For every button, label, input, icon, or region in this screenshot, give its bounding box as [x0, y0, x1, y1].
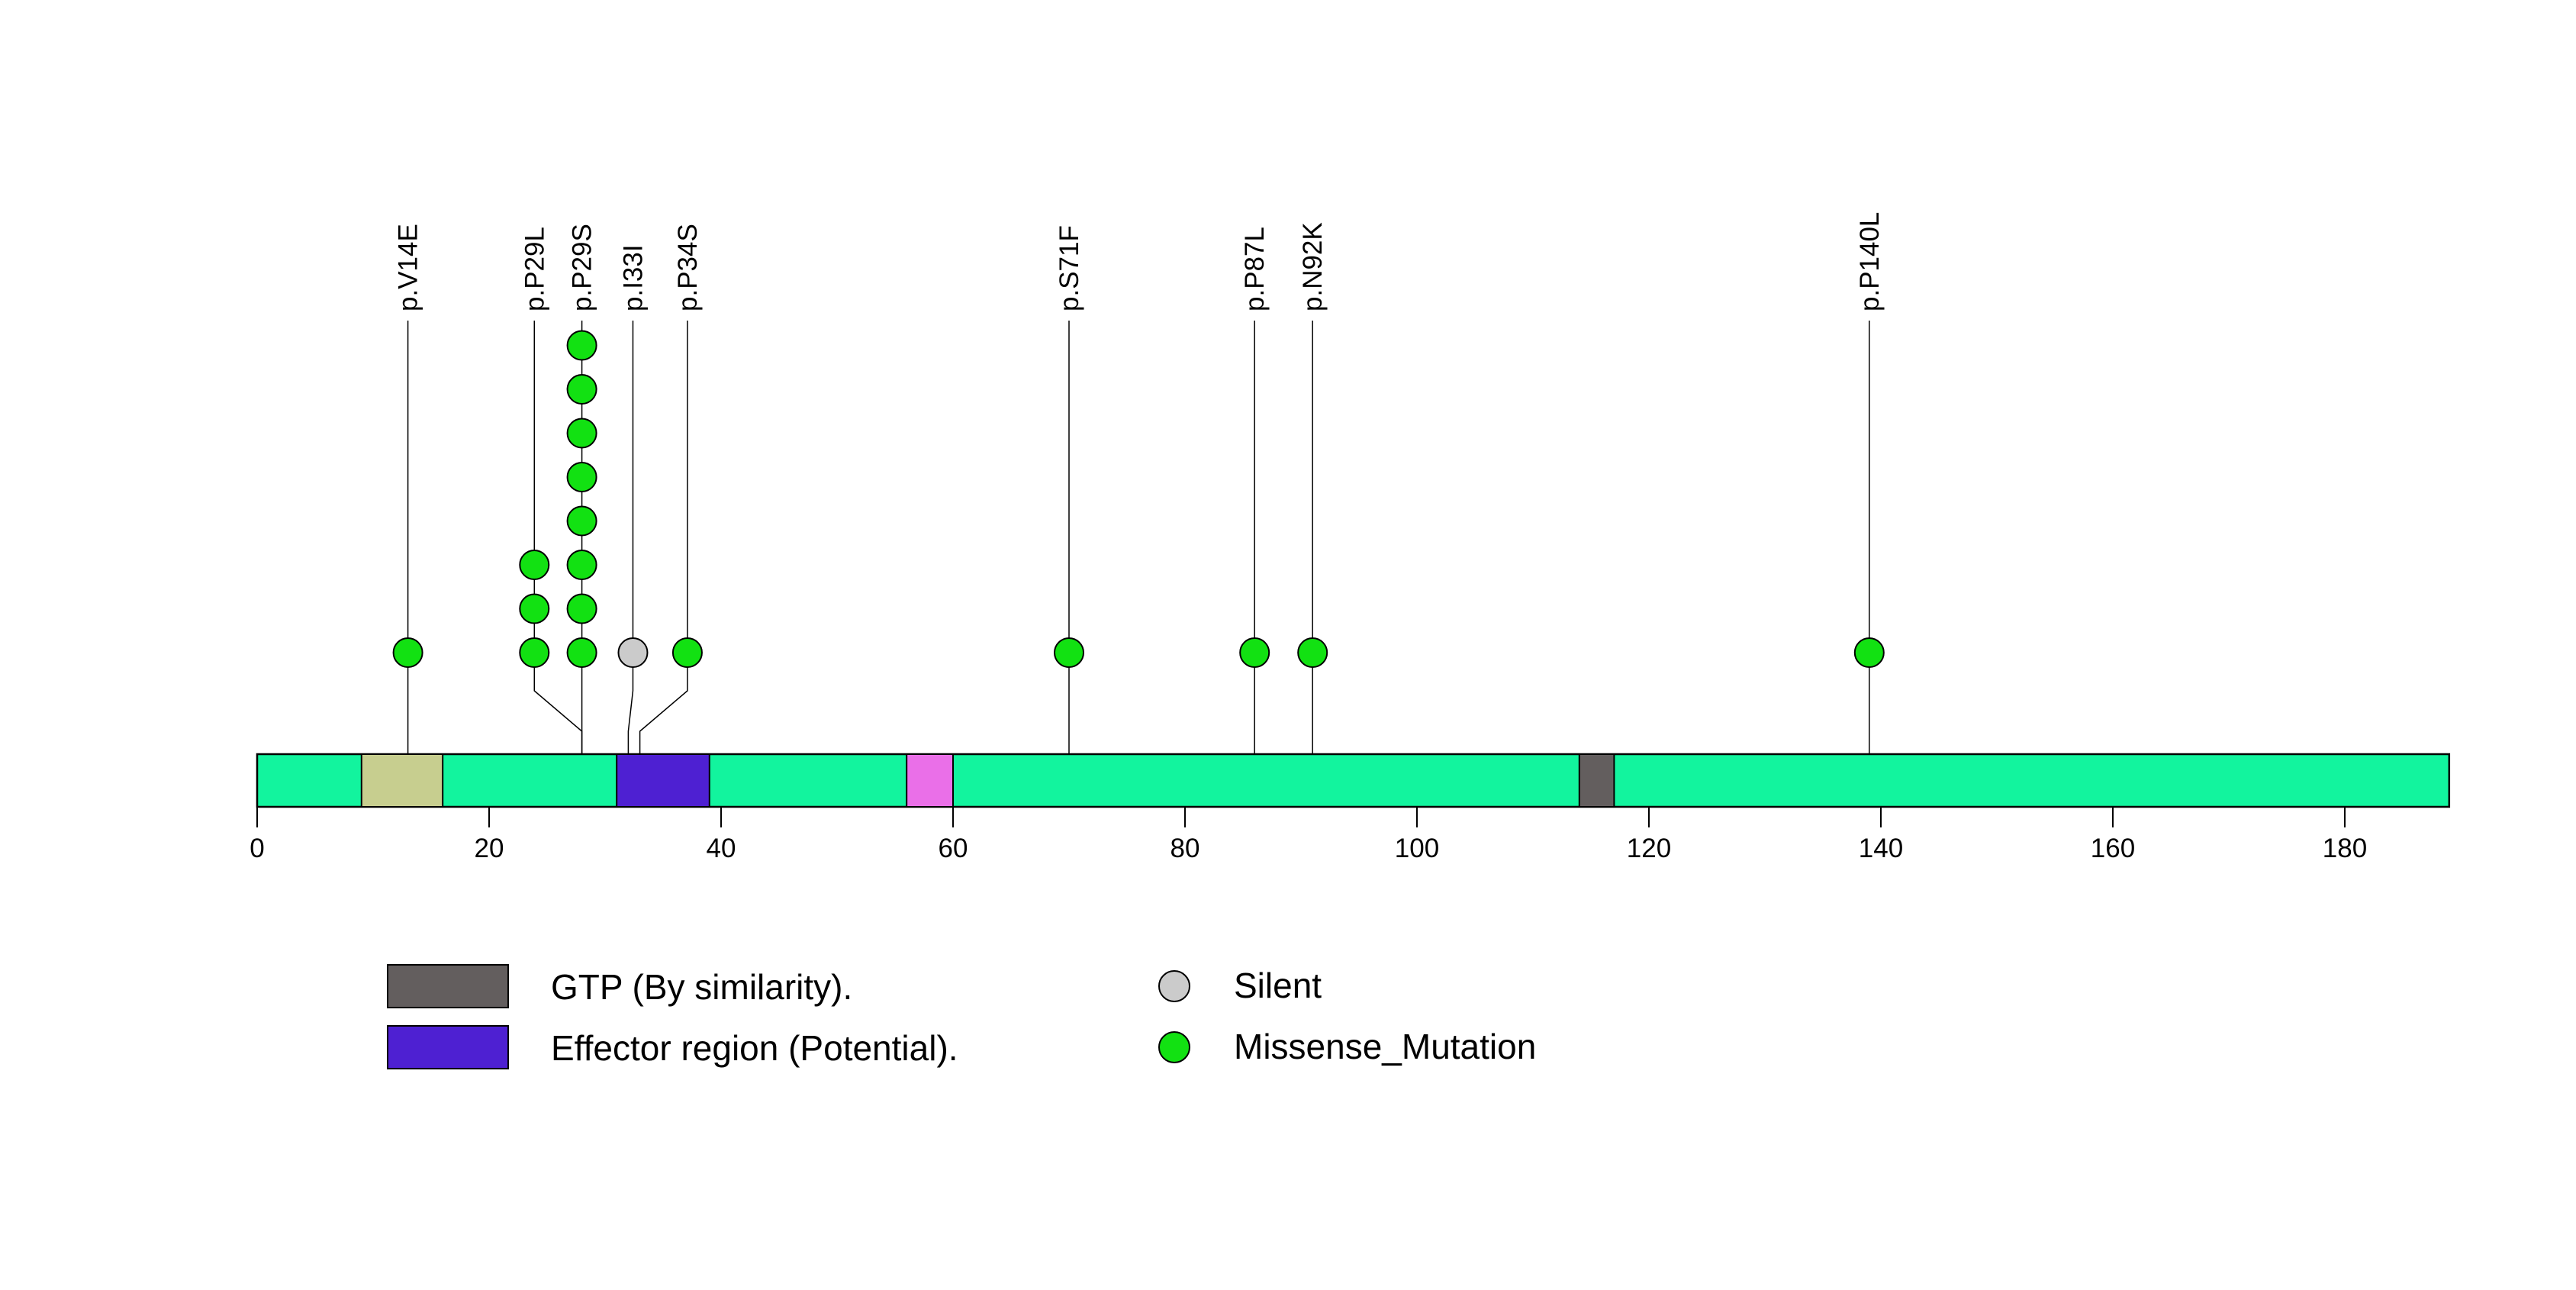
- axis-tick-label: 80: [1170, 834, 1200, 863]
- legend-label-effector-region: Effector region (Potential).: [551, 1028, 958, 1068]
- mutation-label-p.P29S: p.P29S: [568, 224, 597, 311]
- mutation-circle-p.V14E: [392, 637, 423, 668]
- legend-label-missense-mutation: Missense_Mutation: [1234, 1027, 1536, 1066]
- axis-tick-label: 60: [939, 834, 968, 863]
- axis-tick-label: 40: [707, 834, 736, 863]
- mutation-circle-p.P29S: [566, 462, 597, 492]
- legend-label-silent: Silent: [1234, 966, 1322, 1005]
- mutation-circle-p.I33I: [617, 637, 649, 668]
- mutation-circle-p.S71F: [1054, 637, 1084, 668]
- axis-tick-label: 140: [1859, 834, 1903, 863]
- mutation-label-p.P29L: p.P29L: [520, 227, 549, 311]
- mutation-circle-p.P87L: [1239, 637, 1270, 668]
- domain-rect-effector: [616, 753, 710, 808]
- mutation-label-p.P140L: p.P140L: [1855, 212, 1885, 311]
- legend-marker-silent: [1158, 970, 1190, 1002]
- axis-layer: 0 20 40 60 80 100 120 140 160 180: [250, 807, 2367, 863]
- mutation-circle-p.P29S: [566, 330, 597, 361]
- mutation-label-p.P87L: p.P87L: [1240, 227, 1270, 311]
- legend: GTP (By similarity). Effector region (Po…: [387, 964, 1536, 1069]
- protein-bar: [256, 753, 2451, 808]
- mutation-circle-p.P29L: [519, 637, 550, 668]
- mutation-circle-p.P29L: [519, 550, 550, 580]
- mutation-circle-p.P140L: [1853, 637, 1885, 668]
- mutation-label-p.I33I: p.I33I: [618, 244, 648, 311]
- mutation-stick-p.I33I: [627, 321, 634, 807]
- domain-rect: [360, 753, 444, 808]
- legend-marker-missense-mutation: [1158, 1031, 1190, 1063]
- mutation-circle-p.P34S: [671, 637, 703, 668]
- axis-tick-label: 120: [1627, 834, 1671, 863]
- legend-label-gtp: GTP (By similarity).: [551, 967, 852, 1007]
- mutation-circle-p.P29S: [566, 637, 597, 668]
- mutation-circle-p.P29S: [566, 593, 597, 624]
- mutation-label-p.P34S: p.P34S: [673, 224, 703, 311]
- axis-tick-label: 160: [2091, 834, 2135, 863]
- axis-tick-label: 20: [475, 834, 504, 863]
- mutation-labels-layer: p.V14E p.P29L p.P29S p.I33I p.P34S p.S71F p.P8…: [394, 212, 1885, 311]
- mutation-label-p.V14E: p.V14E: [394, 224, 423, 311]
- mutation-circles-layer: [392, 330, 1885, 668]
- legend-swatch-gtp: [387, 964, 509, 1008]
- mutation-circle-p.P29S: [566, 505, 597, 537]
- legend-swatch-effector-region: [387, 1025, 509, 1069]
- mutation-sticks-layer: [407, 321, 1870, 807]
- domain-rect: [906, 753, 954, 808]
- mutation-circle-p.N92K: [1297, 637, 1328, 668]
- protein-bar-layer: [256, 753, 2451, 808]
- mutation-circle-p.P29L: [519, 593, 550, 624]
- mutation-circle-p.P29S: [566, 418, 597, 449]
- mutation-stick-p.P34S: [639, 321, 688, 807]
- mutation-label-p.S71F: p.S71F: [1055, 225, 1084, 311]
- axis-tick-label: 100: [1395, 834, 1439, 863]
- axis-tick-label: 0: [250, 834, 264, 863]
- mutation-circle-p.P29S: [566, 550, 597, 580]
- domain-rect-gtp: [1578, 753, 1615, 808]
- mutation-circle-p.P29S: [566, 374, 597, 405]
- axis-tick-label: 180: [2323, 834, 2367, 863]
- mutation-label-p.N92K: p.N92K: [1298, 222, 1328, 311]
